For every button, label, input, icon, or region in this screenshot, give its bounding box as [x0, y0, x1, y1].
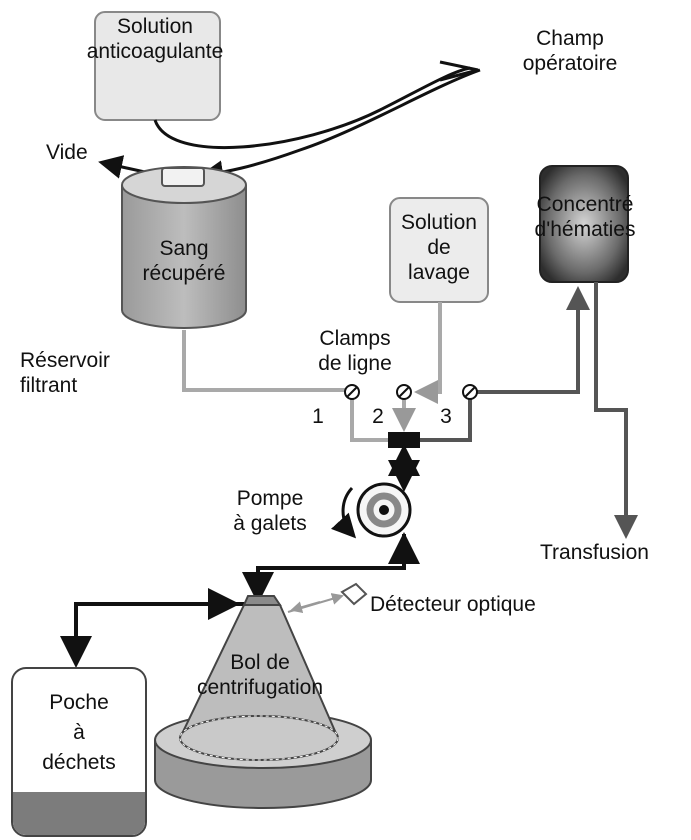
clamp-1 [344, 384, 360, 400]
filter-reservoir-label: Réservoir filtrant [20, 349, 110, 397]
transfusion-label: Transfusion [540, 541, 649, 564]
clamp-number-2: 2 [372, 405, 384, 428]
clamp-number-1: 1 [312, 405, 324, 428]
vacuum-label: Vide [46, 141, 88, 164]
centrifuge-bowl [178, 595, 340, 761]
filter-reservoir [121, 166, 247, 329]
junction-block [388, 432, 420, 448]
roller-pump-label: Pompe à galets [233, 487, 307, 535]
anticoagulant-label: Solution anticoagulante [86, 15, 224, 63]
line-pump-to-bowl [242, 534, 406, 604]
waste-bag-label: Poche à déchets [42, 691, 116, 774]
clamp-3 [462, 384, 478, 400]
waste-bag [11, 667, 147, 837]
recovered-blood-label: Sang récupéré [142, 237, 226, 285]
wash-solution-label: Solution de lavage [401, 211, 477, 284]
red-cell-concentrate-label: Concentré d'hématies [534, 193, 636, 241]
optical-detector-label: Détecteur optique [370, 593, 536, 616]
clamp-number-3: 3 [440, 405, 452, 428]
red-cell-concentrate-bag [539, 165, 629, 283]
line-clamps-label: Clamps de ligne [318, 327, 392, 375]
roller-pump [356, 482, 412, 538]
tube-field-to-reservoir [199, 68, 481, 185]
anticoagulant-bag [94, 11, 221, 121]
centrifuge-bowl-label: Bol de centrifugation [196, 651, 324, 699]
clamp-2 [396, 384, 412, 400]
optical-detector-icon [340, 582, 368, 606]
line-wash-to-clamp2 [414, 302, 442, 404]
operative-field-label: Champ opératoire [522, 27, 618, 75]
pump-rotation-icon [330, 486, 357, 539]
arrow-to-operative-field [439, 60, 479, 82]
line-transfusion [594, 282, 638, 539]
